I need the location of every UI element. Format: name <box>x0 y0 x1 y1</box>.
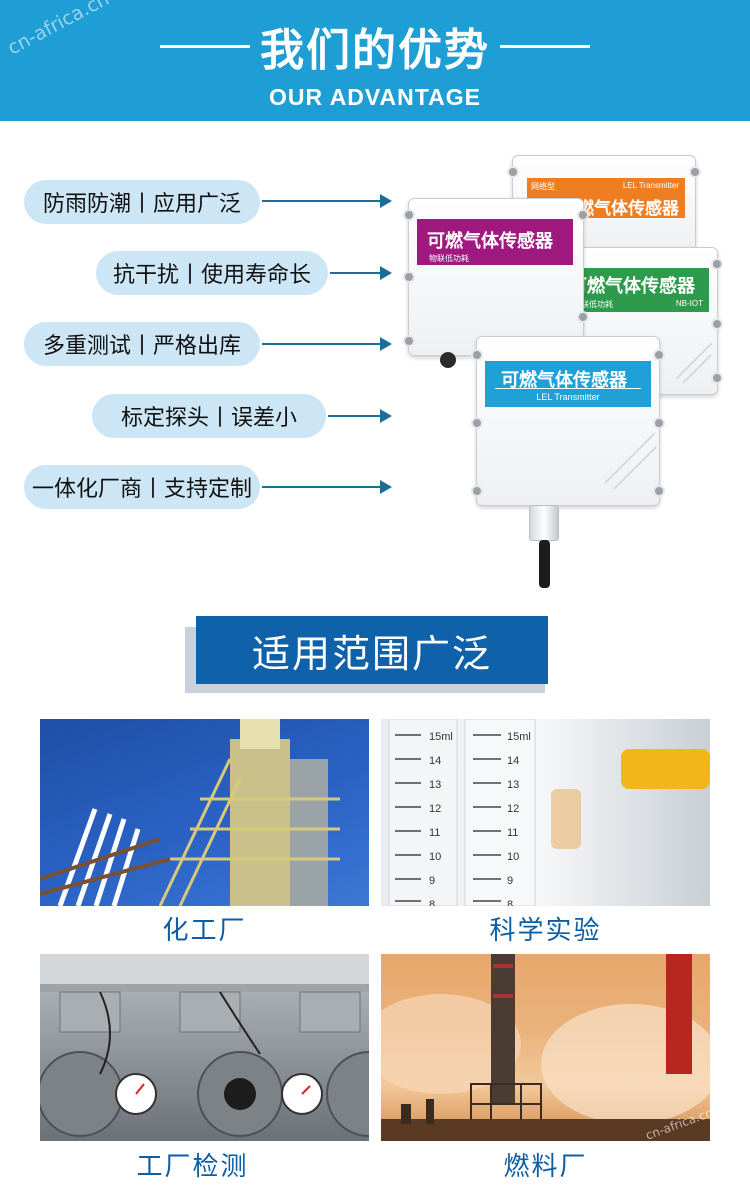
scale-label: 12 <box>429 803 442 815</box>
advantage-pill-1: 防雨防潮丨应用广泛 <box>24 180 260 224</box>
header-banner: cn-africa.cn 我们的优势 OUR ADVANTAGE <box>0 0 750 121</box>
scale-label: 12 <box>507 803 520 815</box>
advantage-pill-3: 多重测试丨严格出库 <box>24 322 260 366</box>
fuel-plant-illustration <box>381 954 710 1141</box>
advantage-pill-5: 一体化厂商丨支持定制 <box>24 465 260 509</box>
screw-icon <box>403 271 415 283</box>
arrow-icon <box>328 409 392 423</box>
scale-label: 10 <box>429 851 442 863</box>
scale-label: 9 <box>507 875 514 887</box>
screw-icon <box>403 335 415 347</box>
cable-gland <box>529 505 559 541</box>
arrow-icon <box>330 266 392 280</box>
scale-label: 11 <box>429 827 441 839</box>
sensor-cable <box>539 540 550 588</box>
banner-title-row: 我们的优势 <box>0 14 750 78</box>
lab-test-tubes-photo: 15ml 14 13 12 11 10 9 8 15ml 14 13 12 11… <box>381 719 710 906</box>
box-grip <box>675 342 713 380</box>
application-caption-chemical: 化工厂 <box>162 916 247 946</box>
box-grip <box>604 432 656 484</box>
scale-label: 13 <box>507 779 520 791</box>
application-caption-fuel: 燃料厂 <box>503 1152 588 1182</box>
scale-label: 9 <box>429 875 436 887</box>
application-caption-factory: 工厂检测 <box>136 1152 249 1182</box>
fuel-plant-photo: cn-africa.cn <box>381 954 710 1141</box>
scale-label: 15ml <box>507 731 531 743</box>
screw-icon <box>403 209 415 221</box>
sensor-probe-icon <box>440 352 456 368</box>
arrow-icon <box>262 194 392 208</box>
advantage-pill-4: 标定探头丨误差小 <box>92 394 326 438</box>
screw-icon <box>653 417 665 429</box>
factory-gauges-photo <box>40 954 369 1141</box>
product-label-blue: 可燃气体传感器 LEL Transmitter <box>485 361 651 407</box>
scale-label: 8 <box>429 899 436 906</box>
screw-icon <box>711 258 723 270</box>
scale-label: 15ml <box>429 731 453 743</box>
scale-label: 13 <box>429 779 442 791</box>
product-tag: 网络型 <box>531 182 555 191</box>
screw-icon <box>577 311 589 323</box>
page-title: 我们的优势 <box>260 25 490 76</box>
advantage-pill-2: 抗干扰丨使用寿命长 <box>96 251 328 295</box>
product-name: 可燃气体传感器 <box>560 199 679 219</box>
application-caption-lab: 科学实验 <box>489 916 602 946</box>
product-box-purple: 可燃气体传感器 物联低功耗 <box>403 198 589 356</box>
screw-icon <box>471 417 483 429</box>
product-name: 可燃气体传感器 <box>427 231 553 252</box>
factory-illustration <box>40 954 369 1137</box>
tube-scale-right: 15ml 14 13 12 11 10 9 8 <box>507 725 531 906</box>
arrow-icon <box>262 337 392 351</box>
scale-label: 14 <box>429 755 442 767</box>
screw-icon <box>689 166 701 178</box>
product-box-blue: 可燃气体传感器 LEL Transmitter <box>471 336 665 506</box>
screw-icon <box>711 372 723 384</box>
product-name: 可燃气体传感器 <box>501 370 627 391</box>
scale-label: 8 <box>507 899 514 906</box>
screw-icon <box>653 485 665 497</box>
product-label-purple: 可燃气体传感器 物联低功耗 <box>417 219 573 265</box>
tube-scale-left: 15ml 14 13 12 11 10 9 8 <box>429 725 453 906</box>
product-name: 可燃气体传感器 <box>569 276 695 297</box>
page-subtitle: OUR ADVANTAGE <box>269 84 481 110</box>
scale-label: 10 <box>507 851 520 863</box>
product-model: LEL Transmitter <box>536 392 600 402</box>
product-sub: 物联低功耗 <box>429 254 469 263</box>
scope-heading: 适用范围广泛 <box>196 616 548 684</box>
screw-icon <box>507 166 519 178</box>
title-left-rule <box>160 44 250 48</box>
product-model: LEL Transmitter <box>622 181 679 190</box>
product-sub: 物联低功耗 <box>573 300 613 309</box>
scale-label: 14 <box>507 755 520 767</box>
label-rule <box>495 388 641 389</box>
product-label-green: 可燃气体传感器 物联低功耗 NB-IOT <box>559 268 709 312</box>
chemical-plant-photo <box>40 719 369 906</box>
screw-icon <box>471 349 483 361</box>
screw-icon <box>471 485 483 497</box>
scale-label: 11 <box>507 827 519 839</box>
screw-icon <box>653 349 665 361</box>
chemical-plant-illustration <box>40 719 340 906</box>
screw-icon <box>577 209 589 221</box>
product-model: NB-IOT <box>675 299 703 308</box>
lab-illustration <box>388 719 710 906</box>
arrow-icon <box>262 480 392 494</box>
title-right-rule <box>500 44 590 48</box>
screw-icon <box>711 318 723 330</box>
